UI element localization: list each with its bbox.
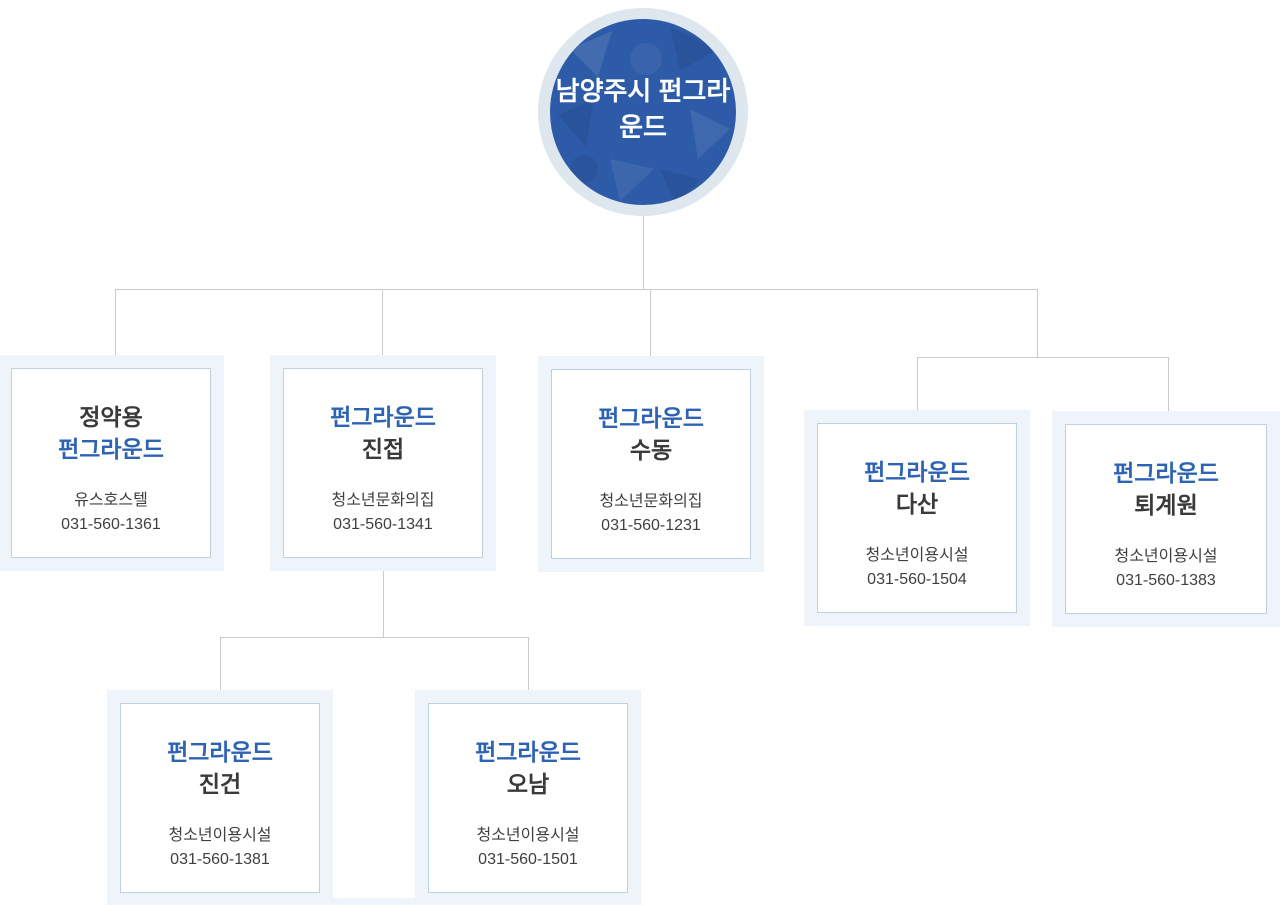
node-phone: 031-560-1341	[333, 516, 433, 533]
connector-drop-jeongyakyong	[115, 289, 116, 355]
node-title-line1: 펀그라운드	[598, 405, 704, 431]
node-title: 펀그라운드 다산	[818, 456, 1016, 520]
node-card-dasan: 펀그라운드 다산 청소년이용시설 031-560-1504	[817, 423, 1017, 613]
connector-drop-sudong	[650, 289, 651, 356]
node-title: 펀그라운드 진건	[121, 736, 319, 800]
node-title-line1: 펀그라운드	[330, 404, 436, 430]
node-phone: 031-560-1504	[867, 571, 967, 588]
node-title-line2: 퇴계원	[1134, 492, 1198, 518]
node-card-jinjeop: 펀그라운드 진접 청소년문화의집 031-560-1341	[283, 368, 483, 558]
node-card-jeongyakyong: 정약용 펀그라운드 유스호스텔 031-560-1361	[11, 368, 211, 558]
connector-drop-right-group	[1037, 289, 1038, 357]
node-phone: 031-560-1231	[601, 517, 701, 534]
connector-drop-dasan	[917, 357, 918, 410]
root-title-line2: 펀그라운드	[619, 76, 731, 142]
connector-drop-toegyewon	[1168, 357, 1169, 411]
connector-drop-jingeon	[220, 637, 221, 690]
node-facility-type: 청소년이용시설	[168, 827, 272, 844]
node-title-line1: 펀그라운드	[864, 459, 970, 485]
node-title: 펀그라운드 퇴계원	[1066, 457, 1266, 521]
node-card-toegyewon: 펀그라운드 퇴계원 청소년이용시설 031-560-1383	[1065, 424, 1267, 614]
node-phone: 031-560-1383	[1116, 572, 1216, 589]
connector-drop-onam	[528, 637, 529, 690]
node-details: 청소년이용시설 031-560-1504	[818, 544, 1016, 592]
node-facility-type: 유스호스텔	[74, 492, 148, 509]
node-title: 정약용 펀그라운드	[12, 401, 210, 465]
node-title-line2: 진건	[198, 771, 242, 797]
node-panel-toegyewon: 펀그라운드 퇴계원 청소년이용시설 031-560-1383	[1052, 411, 1280, 627]
node-phone: 031-560-1381	[170, 851, 270, 868]
node-title-line2: 오남	[506, 771, 550, 797]
node-title: 펀그라운드 오남	[429, 736, 627, 800]
node-title-line2: 진접	[361, 436, 405, 462]
node-phone: 031-560-1501	[478, 851, 578, 868]
node-details: 청소년이용시설 031-560-1501	[429, 824, 627, 872]
connector-jinjeop-stem	[383, 571, 384, 637]
node-card-onam: 펀그라운드 오남 청소년이용시설 031-560-1501	[428, 703, 628, 893]
node-phone: 031-560-1361	[61, 516, 161, 533]
connector-root-stem	[643, 216, 644, 289]
node-card-jingeon: 펀그라운드 진건 청소년이용시설 031-560-1381	[120, 703, 320, 893]
node-title-line2: 수동	[629, 437, 673, 463]
node-title: 펀그라운드 진접	[284, 401, 482, 465]
node-facility-type: 청소년문화의집	[331, 492, 435, 509]
node-details: 청소년문화의집 031-560-1231	[552, 490, 750, 538]
root-title-line1: 남양주시	[555, 76, 652, 106]
node-panel-sudong: 펀그라운드 수동 청소년문화의집 031-560-1231	[538, 356, 764, 572]
node-title-line1: 펀그라운드	[475, 739, 581, 765]
root-node-title: 남양주시 펀그라운드	[550, 73, 736, 145]
node-panel-onam: 펀그라운드 오남 청소년이용시설 031-560-1501	[415, 690, 641, 905]
node-details: 유스호스텔 031-560-1361	[12, 489, 210, 537]
node-title-line1: 펀그라운드	[1113, 460, 1219, 486]
node-title-line1: 펀그라운드	[167, 739, 273, 765]
node-title-line2: 다산	[895, 491, 939, 517]
connector-bottom-horizontal	[220, 637, 528, 638]
node-panel-jeongyakyong: 정약용 펀그라운드 유스호스텔 031-560-1361	[0, 355, 224, 571]
node-panel-jingeon: 펀그라운드 진건 청소년이용시설 031-560-1381	[107, 690, 333, 905]
node-title-line1: 정약용	[79, 404, 143, 430]
node-panel-dasan: 펀그라운드 다산 청소년이용시설 031-560-1504	[804, 410, 1030, 626]
node-title-line2: 펀그라운드	[58, 436, 164, 462]
node-facility-type: 청소년이용시설	[865, 547, 969, 564]
connector-drop-jinjeop	[382, 289, 383, 355]
node-title: 펀그라운드 수동	[552, 402, 750, 466]
connector-main-horizontal	[115, 289, 1037, 290]
node-facility-type: 청소년이용시설	[1114, 548, 1218, 565]
node-details: 청소년이용시설 031-560-1381	[121, 824, 319, 872]
bottom-partial-panel	[333, 898, 427, 905]
node-details: 청소년문화의집 031-560-1341	[284, 489, 482, 537]
node-facility-type: 청소년이용시설	[476, 827, 580, 844]
node-panel-jinjeop: 펀그라운드 진접 청소년문화의집 031-560-1341	[270, 355, 496, 571]
connector-right-horizontal	[917, 357, 1169, 358]
root-node-ring: 남양주시 펀그라운드	[538, 8, 748, 216]
node-details: 청소년이용시설 031-560-1383	[1066, 545, 1266, 593]
node-facility-type: 청소년문화의집	[599, 493, 703, 510]
node-card-sudong: 펀그라운드 수동 청소년문화의집 031-560-1231	[551, 369, 751, 559]
circle-pattern-decoration	[558, 27, 730, 205]
root-node: 남양주시 펀그라운드	[550, 19, 736, 205]
